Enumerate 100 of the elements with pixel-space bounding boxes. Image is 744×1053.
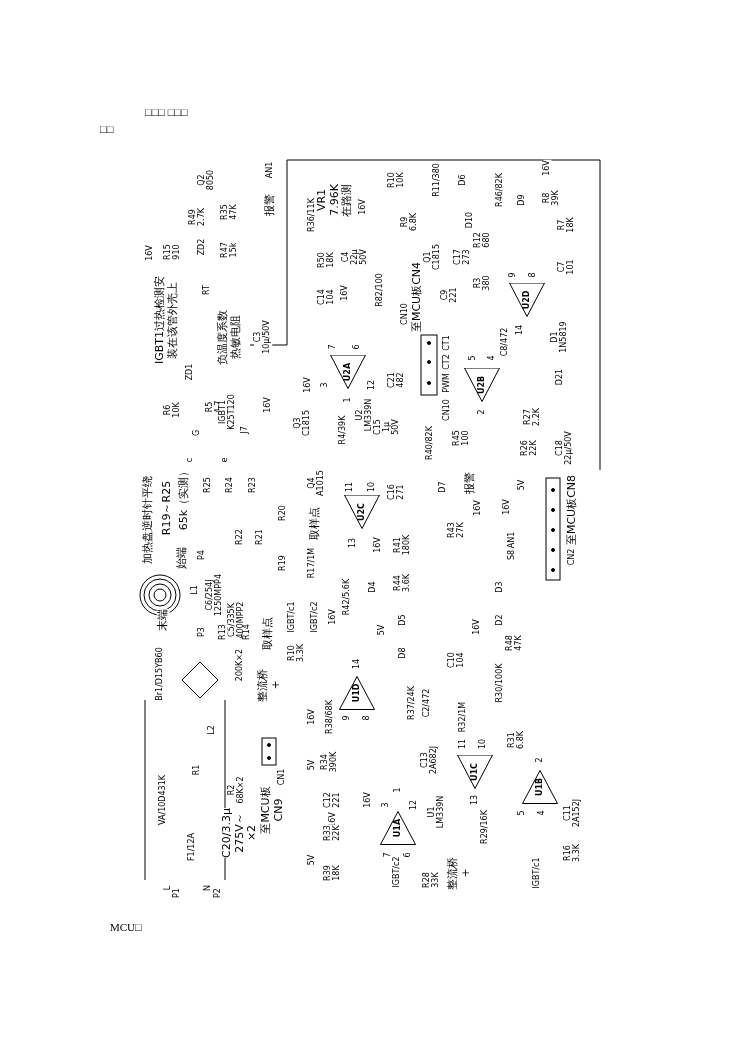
component-label: P3 xyxy=(197,627,207,637)
component-label: C18 22μ/50V xyxy=(556,431,574,465)
op-amp-label: U1A xyxy=(392,817,403,840)
component-label: C8/472 xyxy=(500,327,510,357)
pin-name: CT2 xyxy=(442,354,452,370)
component-label: R82/100 xyxy=(375,273,385,307)
pin-number: 2 xyxy=(477,409,487,415)
component-label: C12 221 xyxy=(324,792,342,808)
component-label: R25 xyxy=(203,477,213,493)
pin-number: 13 xyxy=(348,537,358,549)
component-label: P2 xyxy=(213,888,223,898)
component-label: VR1 7.96K 在路测 xyxy=(316,183,354,217)
component-label: RT xyxy=(202,285,212,295)
signal-label: IGBT/c1 xyxy=(532,857,542,889)
component-label: C16 271 xyxy=(388,484,406,500)
component-label: R39 18K xyxy=(324,865,342,881)
component-label: Q2 8050 xyxy=(198,169,216,191)
pin-number: 9 xyxy=(508,272,518,278)
component-label: R48 47K xyxy=(506,635,524,651)
component-label: D1 1N5819 xyxy=(551,321,569,353)
component-label: F1/12A xyxy=(187,833,197,861)
supply-voltage-label: 5V xyxy=(377,624,387,636)
note-text: IGBT1过热检测安装在该管外壳上 xyxy=(154,274,180,366)
pin-number: 10 xyxy=(367,481,377,493)
header-text: □□ xyxy=(100,123,114,135)
component-label: R49 2.7K xyxy=(189,208,207,226)
component-label: D6 xyxy=(458,174,468,186)
component-label: R3 380 xyxy=(474,275,492,291)
component-label: R6 10K xyxy=(164,402,182,418)
connector-label: 至MCU板CN8 xyxy=(565,474,579,546)
component-label: R31 6.8K xyxy=(508,731,526,749)
component-label: C7 101 xyxy=(558,259,576,275)
pin-number: 5 xyxy=(517,810,527,816)
component-label: R45 100 xyxy=(453,430,471,446)
pin-number: 1 xyxy=(343,397,353,403)
component-label: R16 3.3K xyxy=(564,844,582,862)
component-label: R29/16K xyxy=(480,810,490,844)
pin-number: 7 xyxy=(328,344,338,350)
component-label: R22 xyxy=(235,529,245,545)
pin-number: 11 xyxy=(458,738,468,750)
component-label: L xyxy=(163,885,173,891)
pin-number: 4 xyxy=(487,355,497,361)
component-label: C21 482 xyxy=(388,372,406,388)
component-label: R40/82K xyxy=(425,426,435,460)
note-text: 末端 xyxy=(156,609,170,631)
pin-number: 7 xyxy=(383,852,393,858)
op-amp-label: U1D xyxy=(351,682,362,705)
pin-number: 5 xyxy=(468,355,478,361)
op-amp-label: U1C xyxy=(469,762,480,783)
pin-number: 12 xyxy=(367,379,377,391)
pin-number: 8 xyxy=(528,272,538,278)
signal-label: IGBT/c1 xyxy=(287,601,297,633)
component-label: R4/39K xyxy=(338,415,348,445)
component-label: R27 2.2K xyxy=(524,408,542,426)
pin-number: 10 xyxy=(478,738,488,750)
component-label: C4 22μ 50V xyxy=(341,249,369,265)
component-label: R12 680 xyxy=(474,232,492,248)
pin-number: 1 xyxy=(393,787,403,793)
pin-name: CT1 xyxy=(442,335,452,351)
component-label: R7 18K xyxy=(558,217,576,233)
component-label: R15 910 xyxy=(164,244,182,260)
supply-voltage-label: 16V xyxy=(145,245,155,261)
component-label: U2 LM339N xyxy=(356,398,374,432)
pin-number: 6 xyxy=(403,852,413,858)
supply-voltage-label: 16V xyxy=(373,537,383,553)
pin-number: 2 xyxy=(535,757,545,763)
note-text: 加热盘逆时针平绕 xyxy=(141,476,155,564)
component-label: C6/254J 1250MPP4 xyxy=(206,574,224,616)
component-label: C15 1μ 50V xyxy=(373,419,401,435)
component-label: R46/82K xyxy=(495,173,505,207)
note-text: 始端 xyxy=(175,547,189,569)
component-label: R10 3.3K xyxy=(288,644,306,662)
pin-number: 3 xyxy=(320,382,330,388)
supply-voltage-label: 5V xyxy=(517,479,527,491)
component-label: D9 xyxy=(517,194,527,206)
component-label: Q1 C1815 xyxy=(424,244,442,270)
note-text: 取样点 xyxy=(308,506,322,540)
pin-number: 8 xyxy=(362,715,372,721)
supply-voltage-label: 16V xyxy=(263,397,273,413)
op-amp-label: U1B xyxy=(534,776,545,799)
component-label: R43 27K xyxy=(448,522,466,538)
connector-label: CN2 xyxy=(567,548,577,566)
component-label: VA/10D431K xyxy=(158,775,168,825)
component-label: R37/24K xyxy=(407,686,417,720)
component-label: C17 273 xyxy=(454,249,472,265)
component-label: R35 47K xyxy=(221,204,239,220)
connector-label: CN10 xyxy=(400,303,410,325)
component-label: R2 68K×2 xyxy=(228,776,246,804)
component-label: R20 xyxy=(278,505,288,521)
component-label: D10 xyxy=(465,211,475,229)
pin-number: 6 xyxy=(352,344,362,350)
note-text: 报警 xyxy=(263,194,277,216)
supply-voltage-label: 16V xyxy=(473,500,483,516)
op-amp-symbol xyxy=(380,811,416,845)
component-label: D2 xyxy=(495,614,505,626)
component-label: U1 LM339N xyxy=(428,795,446,829)
component-label: C13 2A682J xyxy=(421,745,439,775)
component-label: R34 390K xyxy=(321,751,339,773)
op-amp-symbol xyxy=(522,770,558,804)
op-amp-symbol xyxy=(330,355,366,389)
